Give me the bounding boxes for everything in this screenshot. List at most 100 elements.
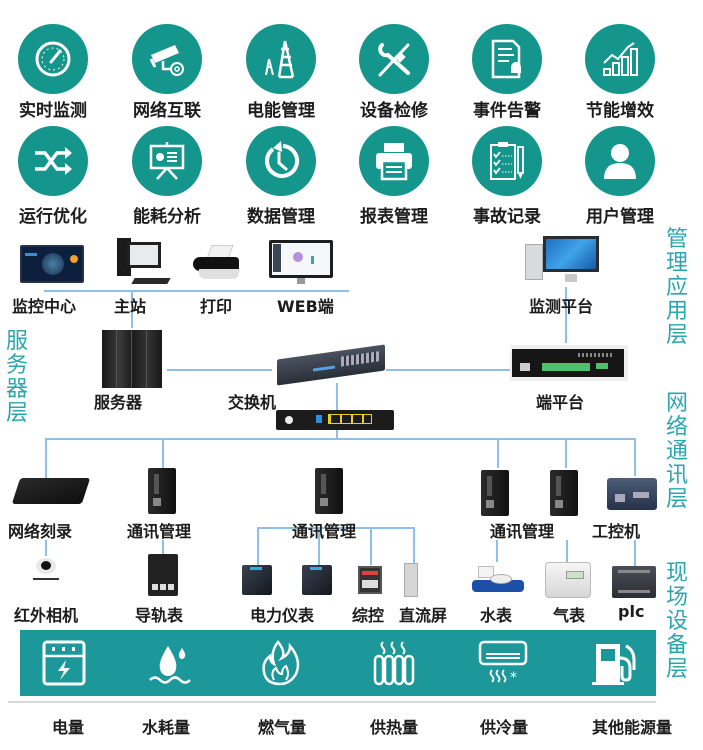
connector-server-switch [167, 369, 272, 371]
checklist-icon [490, 142, 524, 180]
alarm-document-icon [491, 39, 521, 79]
function-label: 设备检修 [360, 101, 428, 121]
function-report-mgmt[interactable] [359, 126, 429, 196]
dc-screen-label: 直流屏 [399, 606, 448, 625]
energy-label-heating: 供热量 [369, 718, 418, 737]
router-device[interactable] [276, 410, 394, 430]
connector-bus-comm1 [162, 438, 164, 468]
function-label: 用户管理 [586, 207, 654, 227]
wrench-screwdriver-icon [378, 43, 410, 77]
energy-type-band [20, 630, 656, 696]
shuffle-icon [35, 147, 72, 175]
power-tower-icon [265, 40, 295, 79]
layer-label-network: 网络通讯层 [665, 391, 688, 512]
power-meter-2[interactable] [302, 565, 332, 595]
function-label: 网络互联 [133, 101, 201, 121]
server-label: 服务器 [94, 393, 143, 412]
connector-bus-recorder [45, 438, 47, 478]
comm-manager-3[interactable] [481, 470, 509, 516]
connector-integrated-ctrl [370, 527, 372, 565]
function-user-mgmt[interactable] [585, 126, 655, 196]
gas-meter[interactable] [545, 562, 591, 598]
function-label: 实时监测 [19, 101, 87, 121]
rail-meter-label: 导轨表 [135, 606, 184, 625]
connector-monitor-terminal [565, 287, 567, 343]
master-station-computer[interactable] [113, 238, 171, 286]
plc-label: plc [618, 602, 645, 621]
connector-dc-screen [413, 527, 415, 565]
industrial-pc-label: 工控机 [592, 522, 641, 541]
power-meter-label: 电力仪表 [250, 606, 315, 625]
comm-manager-2-label: 通讯管理 [292, 522, 357, 541]
function-event-alarm[interactable] [472, 24, 542, 94]
comm-manager-1[interactable] [148, 468, 176, 514]
comm-manager-2[interactable] [315, 468, 343, 514]
energy-label-water: 水耗量 [141, 718, 190, 737]
ir-camera[interactable] [33, 558, 59, 580]
history-clock-icon [265, 141, 300, 178]
connector-water-meter [496, 540, 498, 562]
plc-controller[interactable] [612, 566, 656, 598]
flame-icon [262, 639, 300, 686]
camera-at-icon [149, 45, 184, 76]
water-meter[interactable] [472, 566, 524, 596]
function-label: 报表管理 [360, 207, 428, 227]
function-network[interactable] [132, 24, 202, 94]
monitor-platform-computer[interactable] [525, 236, 603, 284]
presentation-icon [149, 142, 185, 180]
rail-meter[interactable] [148, 554, 178, 596]
connector-comm-rail [162, 540, 164, 554]
web-label: WEB端 [277, 297, 334, 316]
monitor-center-label: 监控中心 [12, 297, 77, 316]
growth-chart-icon [603, 42, 638, 76]
function-consumption-analysis[interactable] [132, 126, 202, 196]
energy-label-gas: 燃气量 [257, 718, 306, 737]
monitor-center-screen[interactable] [20, 245, 84, 283]
network-recorder[interactable] [11, 478, 91, 504]
water-drop-icon [149, 646, 191, 684]
bottom-divider [8, 701, 656, 703]
function-energy-efficiency[interactable] [585, 24, 655, 94]
function-label: 事件告警 [473, 101, 541, 121]
air-conditioner-icon: * [478, 640, 528, 686]
function-label: 运行优化 [19, 207, 87, 227]
connector-router-bus [336, 430, 338, 440]
function-power-mgmt[interactable] [246, 24, 316, 94]
printer-icon [376, 143, 412, 181]
function-label: 数据管理 [247, 207, 315, 227]
comm-manager-1-label: 通讯管理 [127, 522, 192, 541]
server-rack[interactable] [102, 330, 162, 388]
terminal-platform-label: 端平台 [536, 393, 585, 412]
energy-label-electricity: 电量 [51, 718, 84, 737]
connector-network-bus [45, 438, 635, 440]
comm-manager-4[interactable] [550, 470, 578, 516]
printer-device[interactable] [193, 245, 243, 281]
function-accident-log[interactable] [472, 126, 542, 196]
print-label: 打印 [200, 297, 233, 316]
integrated-controller-label: 综控 [352, 606, 385, 625]
power-meter-1[interactable] [242, 565, 272, 595]
connector-bus-ipc [634, 438, 636, 476]
integrated-controller[interactable] [358, 566, 382, 594]
network-switch[interactable] [277, 344, 385, 386]
water-meter-label: 水表 [480, 606, 513, 625]
function-label: 节能增效 [586, 101, 654, 121]
energy-label-other: 其他能源量 [591, 718, 672, 737]
function-maintenance[interactable] [359, 24, 429, 94]
connector-gas-meter [566, 540, 568, 562]
terminal-platform[interactable] [510, 345, 628, 381]
gas-meter-label: 气表 [553, 606, 586, 625]
function-data-mgmt[interactable] [246, 126, 316, 196]
web-monitor[interactable] [269, 240, 333, 286]
connector-power-meter-1 [257, 527, 259, 565]
master-station-label: 主站 [114, 297, 147, 316]
industrial-pc[interactable] [607, 478, 657, 510]
function-realtime-monitor[interactable] [18, 24, 88, 94]
dc-screen[interactable] [404, 563, 418, 597]
electric-panel-icon [42, 640, 86, 686]
svg-text:*: * [510, 670, 517, 686]
fuel-pump-icon [592, 644, 636, 685]
connector-power-meter-2 [318, 527, 320, 565]
layer-label-field: 现场设备层 [665, 561, 688, 682]
function-run-optimize[interactable] [18, 126, 88, 196]
